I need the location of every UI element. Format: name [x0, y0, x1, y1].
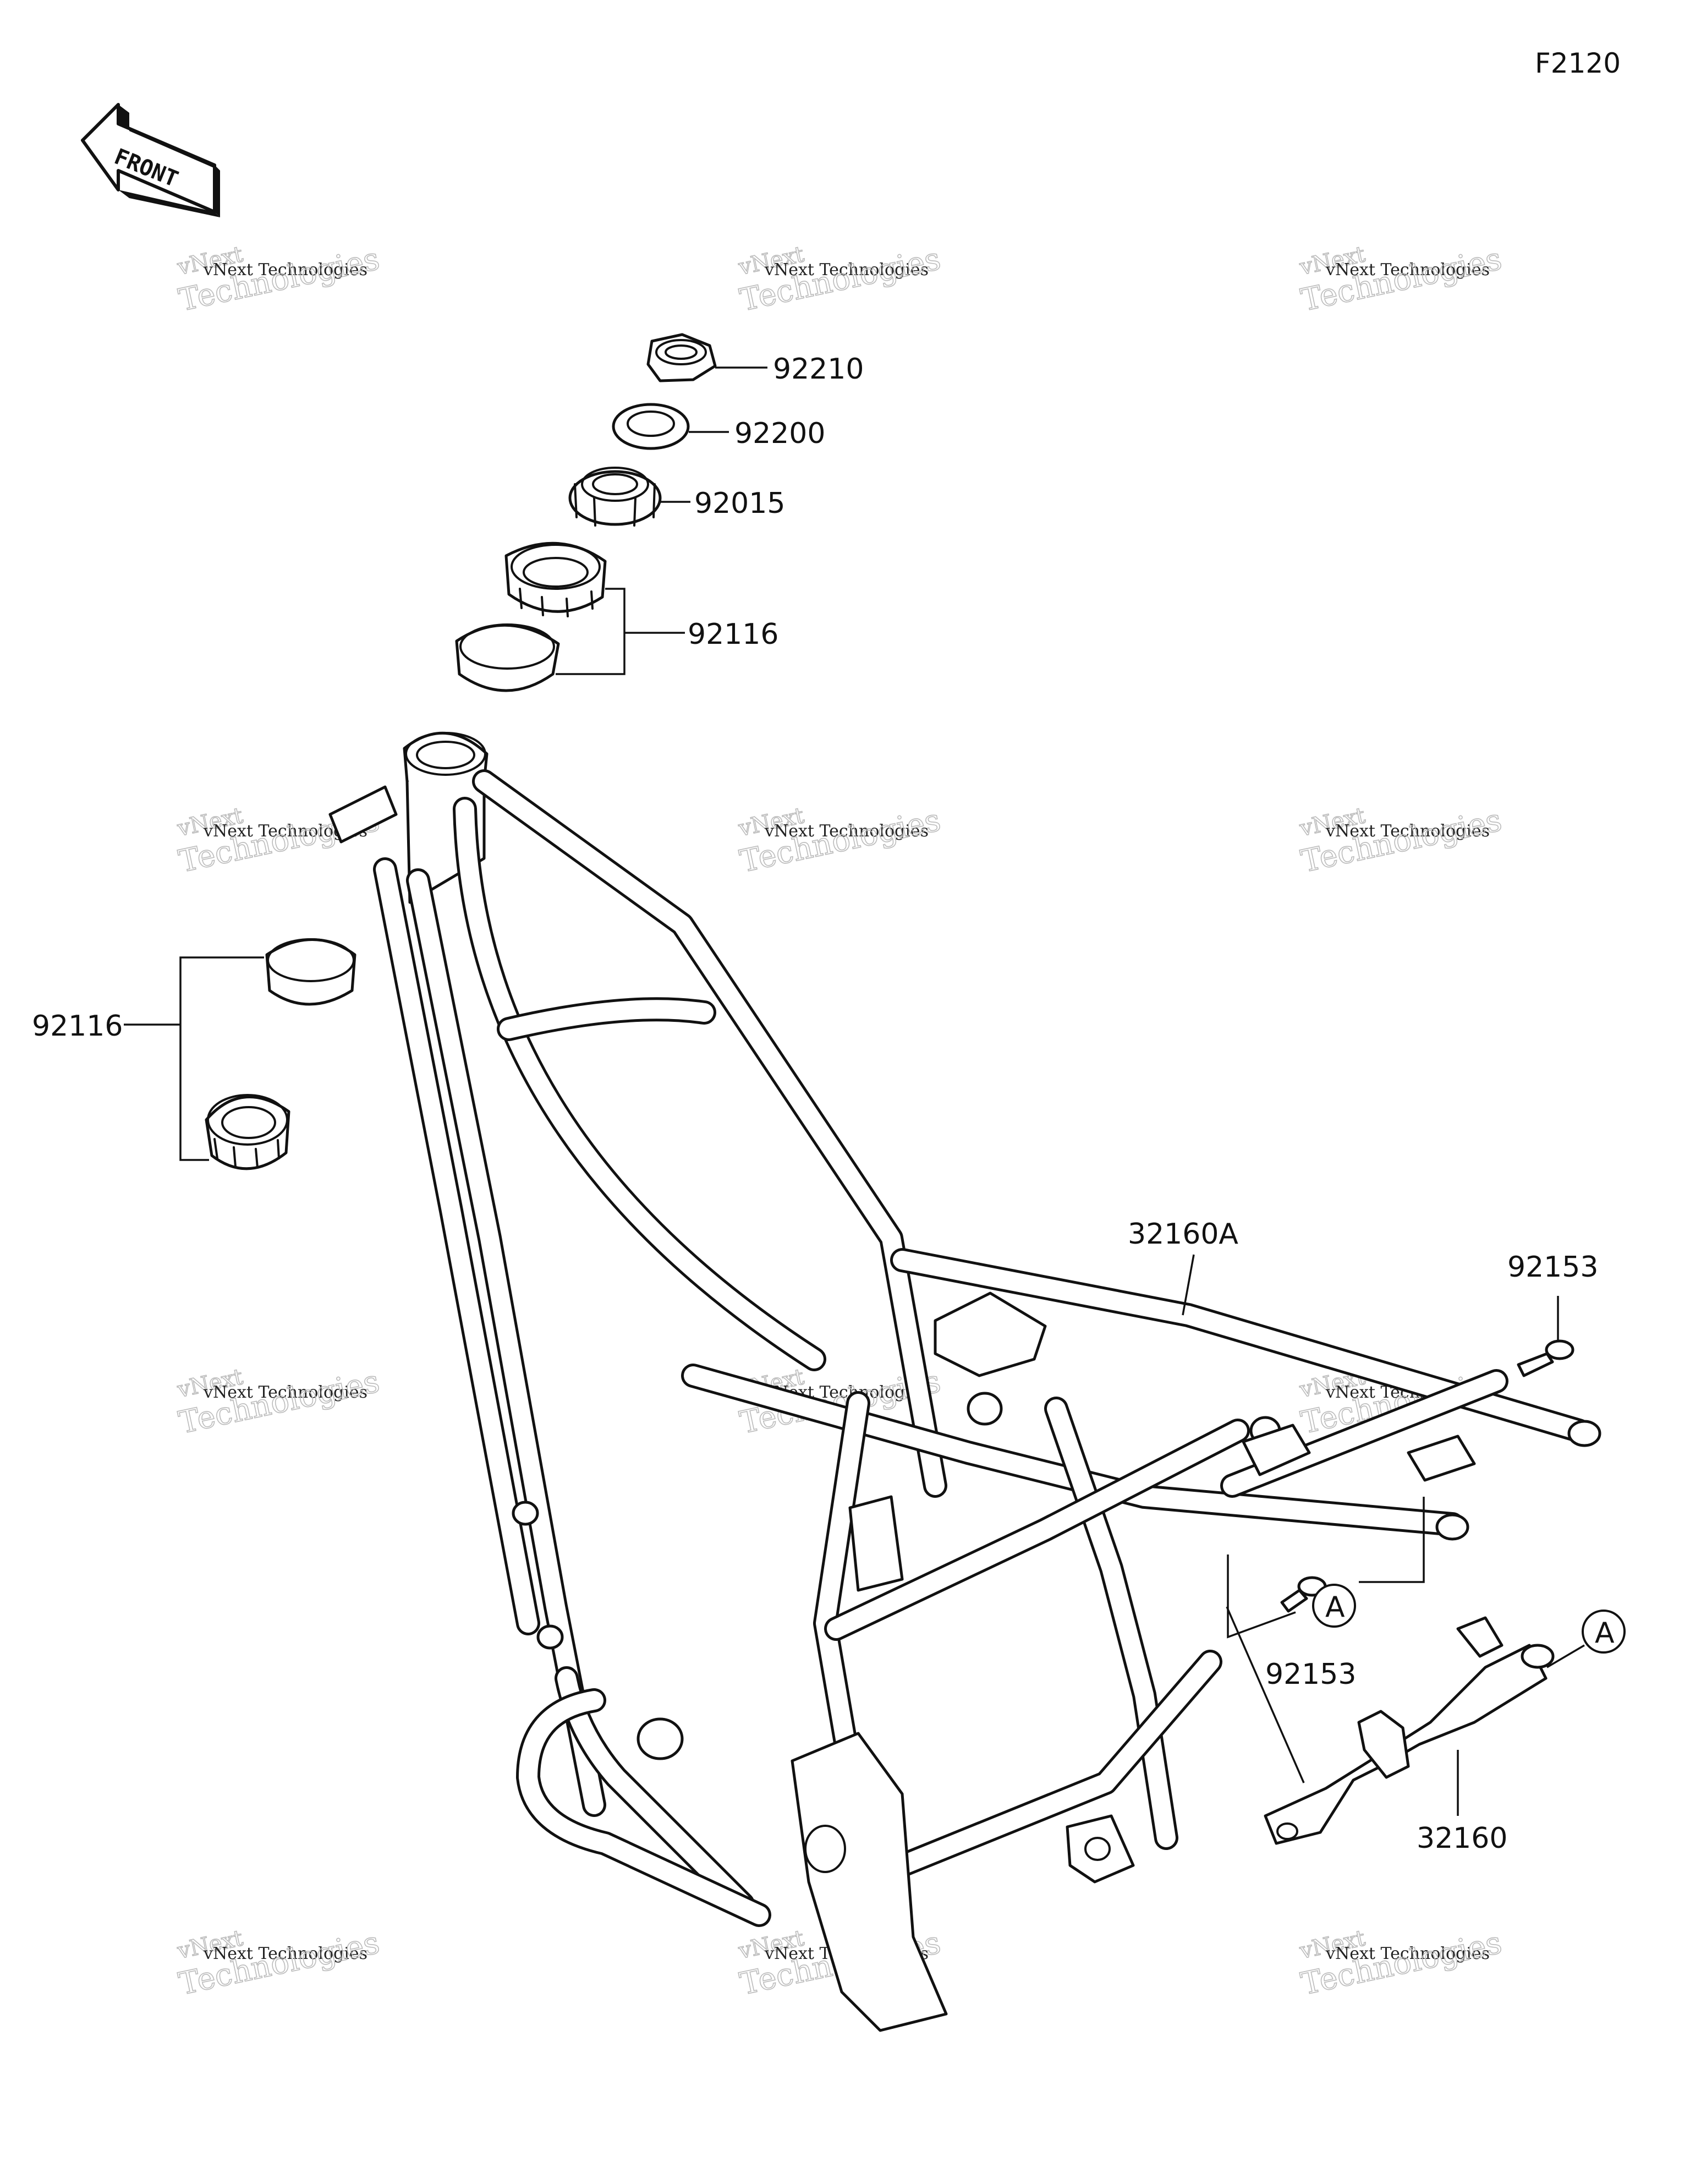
leader-ref-a1	[1359, 1497, 1425, 1583]
label-92153-upper[interactable]: 92153	[1507, 1251, 1598, 1284]
label-32160A[interactable]: 32160A	[1128, 1218, 1238, 1251]
leader-92116-lower	[124, 956, 264, 1161]
svg-text:A: A	[1595, 1617, 1615, 1650]
watermark: vNext vNext Technologies Technologies	[174, 240, 383, 319]
leader-32160A	[1182, 1254, 1195, 1316]
svg-text:vNext Technologies: vNext Technologies	[1325, 1944, 1490, 1963]
svg-text:vNext Technologies: vNext Technologies	[203, 1383, 367, 1402]
part-92116-lower-bearing[interactable]	[205, 1094, 290, 1170]
svg-text:vNext Technologies: vNext Technologies	[764, 260, 929, 280]
watermark: vNext vNext Technologies Technologies	[736, 802, 944, 880]
watermark: vNext vNext Technologies Technologies	[174, 1924, 383, 2002]
part-92116-upper-race[interactable]	[455, 623, 560, 692]
label-32160[interactable]: 32160	[1417, 1822, 1507, 1855]
label-92153-lower[interactable]: 92153	[1265, 1658, 1356, 1691]
leader-32160-link	[1226, 1606, 1305, 1783]
svg-text:vNext Technologies: vNext Technologies	[764, 822, 929, 841]
svg-text:vNext Technologies: vNext Technologies	[203, 1944, 367, 1963]
part-92210-stem-nut[interactable]	[646, 333, 717, 382]
leader-92153-lower	[1227, 1554, 1296, 1639]
part-92116-upper-bearing[interactable]	[504, 541, 607, 617]
svg-text:A: A	[1325, 1591, 1345, 1624]
label-92116-lower[interactable]: 92116	[32, 1010, 123, 1043]
label-92200[interactable]: 92200	[734, 417, 825, 450]
reference-mark-a1: A	[1312, 1584, 1356, 1628]
svg-text:vNext Technologies: vNext Technologies	[1325, 260, 1490, 280]
part-frame[interactable]	[328, 731, 1601, 2032]
label-92210[interactable]: 92210	[773, 353, 864, 386]
part-32160-rear-frame[interactable]	[1264, 1616, 1555, 1845]
watermark: vNext vNext Technologies Technologies	[1297, 1924, 1505, 2002]
watermark: vNext vNext Technologies Technologies	[174, 1363, 383, 1441]
watermark: vNext vNext Technologies Technologies	[736, 240, 944, 319]
reference-mark-a2: A	[1582, 1610, 1626, 1654]
label-92116-upper[interactable]: 92116	[688, 618, 778, 651]
watermark: vNext vNext Technologies Technologies	[1297, 802, 1505, 880]
watermark: vNext vNext Technologies Technologies	[1297, 240, 1505, 319]
label-92015[interactable]: 92015	[694, 487, 785, 520]
leader-92116-upper	[556, 588, 685, 675]
diagram-code: F2120	[1535, 47, 1621, 79]
part-92153-upper-bolt[interactable]	[1517, 1339, 1574, 1377]
svg-text:vNext Technologies: vNext Technologies	[1325, 822, 1490, 841]
front-direction-arrow-icon: FRONT	[81, 103, 220, 217]
svg-text:vNext Technologies: vNext Technologies	[203, 260, 367, 280]
part-92116-lower-race[interactable]	[265, 938, 356, 1006]
part-92015-castle-nut[interactable]	[568, 467, 662, 527]
leader-ref-a2	[1546, 1644, 1585, 1668]
part-92200-washer[interactable]	[612, 403, 690, 450]
